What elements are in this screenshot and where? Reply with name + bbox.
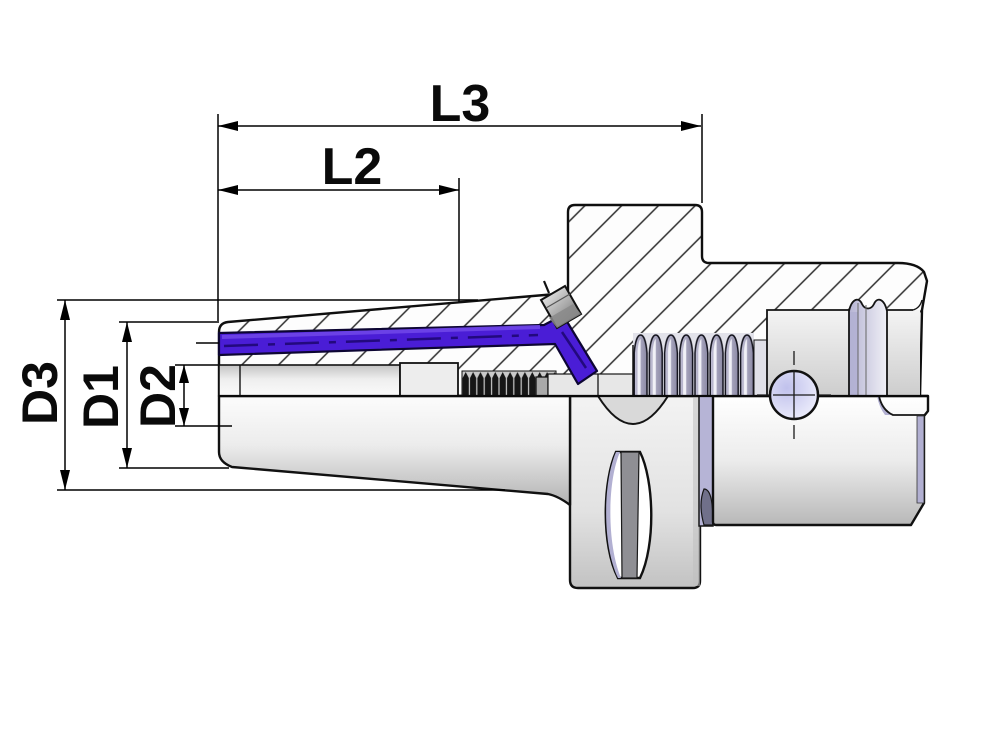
arrow-d2-bottom [179,408,189,426]
collet-band [218,364,401,397]
shank-relief-notch [878,395,924,416]
arrow-d1-bottom [122,448,132,468]
tube-centerline [223,333,539,348]
dim-label-l2: L2 [322,138,383,196]
coolant-tube-assembly [217,280,599,386]
flange-slot [604,450,653,580]
ferrule-seam [545,293,571,309]
shank-groove [848,298,888,397]
arrow-d3-bottom [60,470,70,490]
thread-runout [753,339,768,397]
flange-edge-shade [693,398,700,586]
shank-end-band [916,415,925,504]
drive-hole [757,351,831,439]
thread-section-large [633,333,754,396]
dim-label-d3: D3 [12,361,68,425]
exterior-bodies [217,394,930,590]
step-block [399,362,459,397]
relief-band [547,373,634,397]
joint-notch [700,488,714,526]
dim-label-l3: L3 [430,75,491,133]
ferrule-shadow [549,304,581,328]
shank-cylinder [711,394,930,527]
section-inner-components [218,298,923,397]
arrow-d3-top [60,300,70,320]
arrow-d1-top [122,322,132,342]
dimension-labels: L3 L2 D3 D1 D2 [12,75,490,429]
flange-shank-joint [698,395,714,527]
arrow-l2-right [439,185,459,195]
taper-body [217,394,572,507]
arrow-d2-top [179,365,189,383]
arrow-l3-right [681,121,701,131]
dimensions [57,114,703,491]
arrow-l2-left [218,185,238,195]
flange-relief-notch [596,395,670,425]
arrow-l3-left [218,121,238,131]
rear-bore-corner [912,299,923,311]
dim-label-d2: D2 [130,364,186,428]
thread-nut [535,376,549,397]
set-screw-tip [542,280,551,294]
dimension-arrows [60,121,701,490]
tube-highlight [221,325,541,339]
tube-elbow-line [560,331,588,369]
dim-label-d1: D1 [73,365,129,429]
